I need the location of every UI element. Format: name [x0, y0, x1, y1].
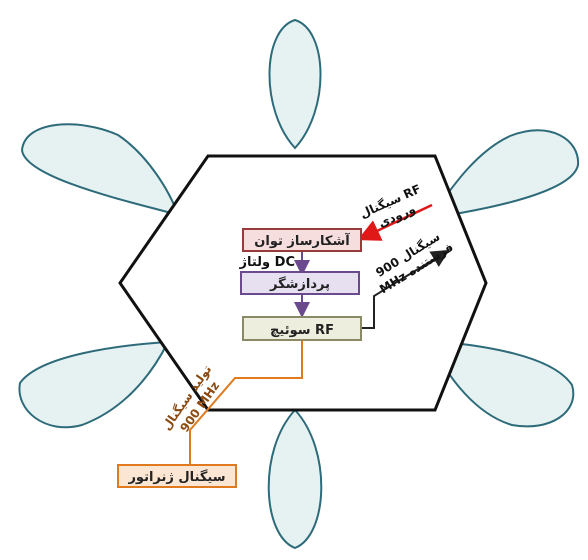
rf-switch-label: سوئیچ RF: [270, 323, 334, 338]
dc-voltage-label: ولتاژ DC: [239, 255, 296, 270]
generator-line: [189, 340, 303, 466]
radiation-lobes: [18, 18, 580, 550]
lobe-bottom-left: [18, 340, 170, 429]
signal-generator-label: سیگنال ژنراتور: [127, 469, 225, 485]
power-detector-block: آشکارساز توان: [242, 228, 362, 252]
lobe-bottom: [267, 408, 323, 550]
tx-900-arrow: [362, 249, 450, 329]
lobe-top-right: [427, 129, 580, 220]
signal-generator-block: سیگنال ژنراتور: [117, 464, 237, 488]
lobe-bottom-right: [428, 338, 575, 428]
rf-input-arrow: [357, 203, 433, 241]
lobe-top-left: [20, 123, 180, 217]
processor-label: پردازشگر: [269, 276, 330, 292]
rf-switch-block: سوئیچ RF: [242, 316, 362, 341]
processor-block: پردازشگر: [240, 271, 360, 295]
lobe-top: [268, 18, 322, 150]
power-detector-label: آشکارساز توان: [254, 232, 350, 249]
